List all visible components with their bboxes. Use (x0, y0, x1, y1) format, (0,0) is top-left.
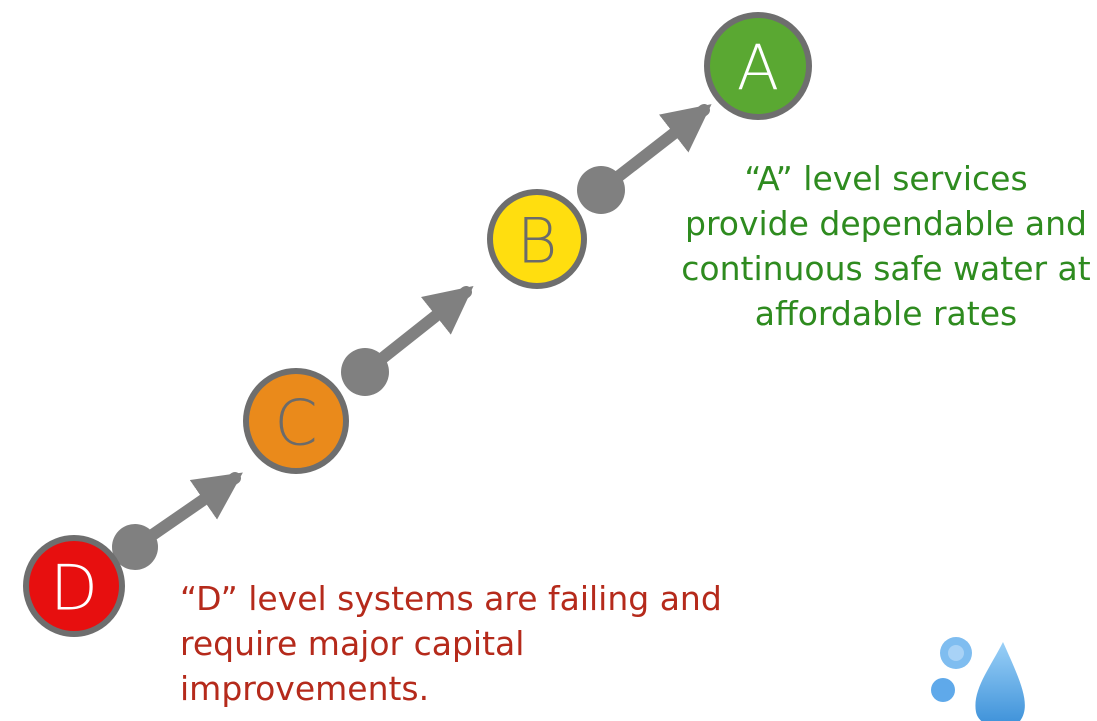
level-d-circle (23, 535, 125, 637)
arrow-d-to-c (112, 472, 243, 570)
level-d-description: “D” level systems are failing and requir… (180, 579, 722, 708)
arrow-c-to-b (341, 286, 474, 396)
level-c-node: C (243, 368, 349, 474)
level-a-node: A (704, 12, 812, 120)
level-b-circle (487, 189, 587, 289)
level-c-letter: C (274, 387, 317, 460)
water-drop-icon (931, 637, 1025, 721)
level-a-circle (704, 12, 812, 120)
level-b-node: B (487, 189, 587, 289)
level-d-letter: D (50, 552, 98, 625)
level-b-letter: B (517, 205, 558, 278)
level-a-description: “A” level services provide dependable an… (681, 159, 1091, 333)
level-a-letter: A (737, 32, 779, 105)
level-c-circle (243, 368, 349, 474)
arrow-b-to-a (577, 104, 712, 214)
level-d-node: D (23, 535, 125, 637)
